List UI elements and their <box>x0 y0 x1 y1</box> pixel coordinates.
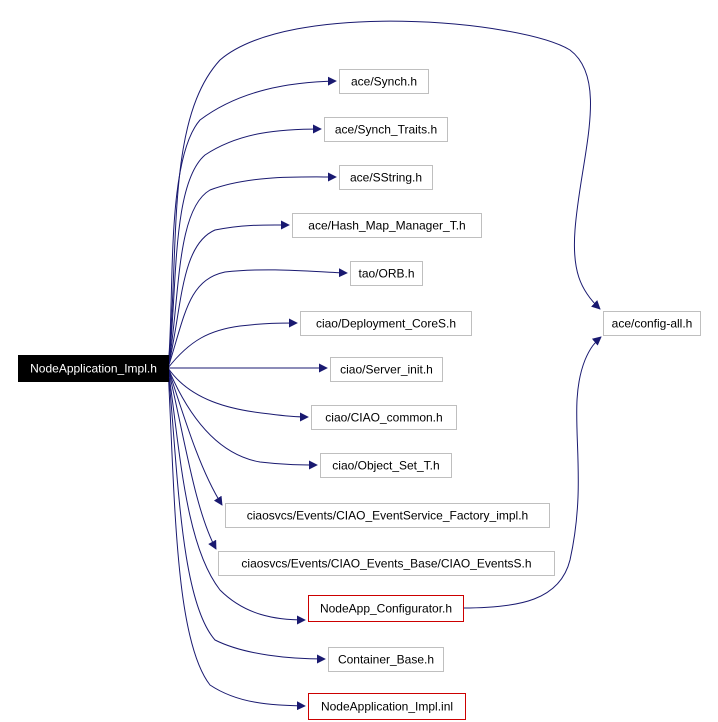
node-label: ciaosvcs/Events/CIAO_EventService_Factor… <box>247 509 528 523</box>
node-n11: ciaosvcs/Events/CIAO_Events_Base/CIAO_Ev… <box>218 551 555 576</box>
edge-root-to-n6 <box>167 318 298 369</box>
node-label: ace/SString.h <box>350 171 422 185</box>
node-label: ciao/Object_Set_T.h <box>332 459 439 473</box>
edge-n12-to-n15 <box>462 336 602 609</box>
node-n1: ace/Synch.h <box>339 69 429 94</box>
node-n8: ciao/CIAO_common.h <box>311 405 457 430</box>
node-n10: ciaosvcs/Events/CIAO_EventService_Factor… <box>225 503 550 528</box>
node-box <box>292 213 482 238</box>
node-label: NodeApp_Configurator.h <box>320 602 452 616</box>
node-box <box>308 693 466 720</box>
node-box <box>308 595 464 622</box>
edge-root-to-n10 <box>167 367 223 506</box>
node-n14[interactable]: NodeApplication_Impl.inl <box>308 693 466 720</box>
node-n2: ace/Synch_Traits.h <box>324 117 448 142</box>
node-n5: tao/ORB.h <box>350 261 423 286</box>
root-node: NodeApplication_Impl.h <box>18 355 169 382</box>
node-box <box>300 311 472 336</box>
node-n7: ciao/Server_init.h <box>330 357 443 382</box>
node-label: ace/Hash_Map_Manager_T.h <box>308 219 465 233</box>
node-label: ciaosvcs/Events/CIAO_Events_Base/CIAO_Ev… <box>241 557 531 571</box>
edge-root-to-n4 <box>167 220 290 369</box>
node-box <box>328 647 444 672</box>
node-label: Container_Base.h <box>338 653 434 667</box>
edge-root-to-n8 <box>167 367 309 422</box>
edge-root-to-n3 <box>167 172 337 369</box>
node-n9: ciao/Object_Set_T.h <box>320 453 452 478</box>
node-box <box>350 261 423 286</box>
edge-root-to-n11 <box>167 367 217 550</box>
node-label: ciao/CIAO_common.h <box>325 411 442 425</box>
edge-root-to-n15 <box>167 20 601 369</box>
node-box <box>320 453 452 478</box>
node-n4: ace/Hash_Map_Manager_T.h <box>292 213 482 238</box>
edge-root-to-n1 <box>167 76 337 369</box>
node-n13: Container_Base.h <box>328 647 444 672</box>
node-label: ace/Synch_Traits.h <box>335 123 437 137</box>
edge-root-to-n2 <box>167 124 322 369</box>
node-n15: ace/config-all.h <box>603 311 701 336</box>
node-n12[interactable]: NodeApp_Configurator.h <box>308 595 464 622</box>
node-label: NodeApplication_Impl.inl <box>321 700 453 714</box>
node-label: ciao/Deployment_CoreS.h <box>316 317 456 331</box>
node-box <box>218 551 555 576</box>
node-box <box>339 165 433 190</box>
node-layer: NodeApplication_Impl.h ace/Synch.h ace/Syn… <box>18 69 701 720</box>
node-box <box>311 405 457 430</box>
node-box <box>339 69 429 94</box>
node-box <box>324 117 448 142</box>
edge-root-to-n9 <box>167 367 318 470</box>
node-label: NodeApplication_Impl.h <box>30 362 157 376</box>
node-box <box>225 503 550 528</box>
node-label: ciao/Server_init.h <box>340 363 433 377</box>
node-label: tao/ORB.h <box>358 267 414 281</box>
node-n3: ace/SString.h <box>339 165 433 190</box>
edge-root-to-n13 <box>167 367 326 664</box>
edge-root-to-n12 <box>167 367 306 625</box>
node-box <box>603 311 701 336</box>
node-label: ace/config-all.h <box>612 317 693 331</box>
node-box <box>18 355 169 382</box>
edge-root-to-n5 <box>167 268 348 369</box>
node-n6: ciao/Deployment_CoreS.h <box>300 311 472 336</box>
edge-layer <box>167 20 602 711</box>
node-label: ace/Synch.h <box>351 75 417 89</box>
edge-root-to-n14 <box>167 367 306 711</box>
node-box <box>330 357 443 382</box>
